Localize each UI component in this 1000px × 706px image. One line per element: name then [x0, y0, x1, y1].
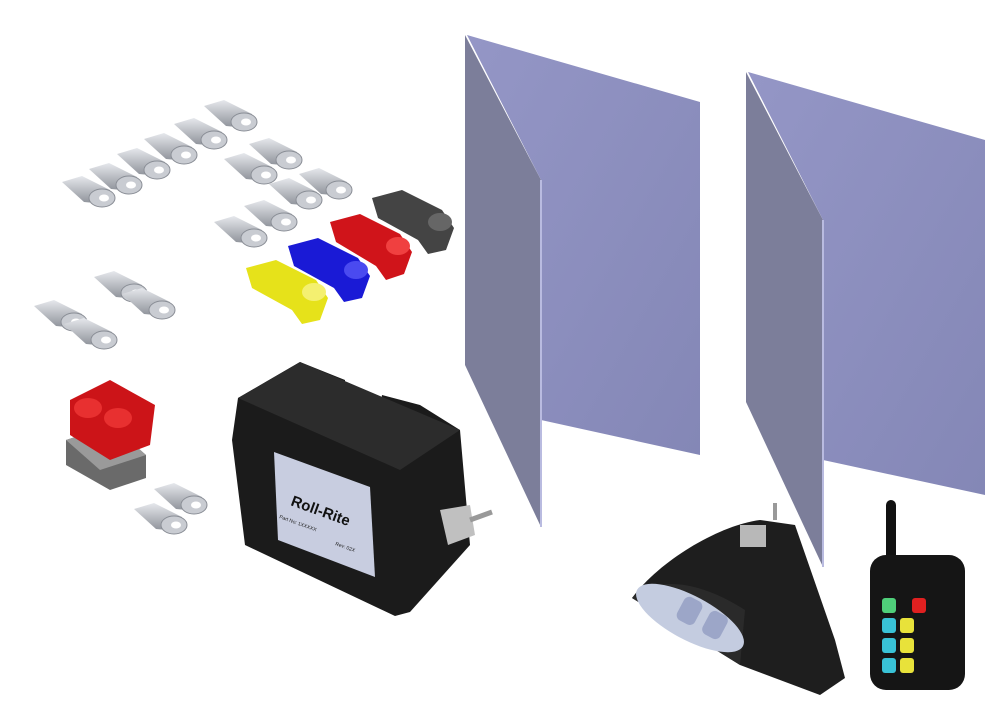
remote-button	[882, 658, 896, 673]
ring-terminal-icon	[89, 163, 143, 195]
ring-terminal-icon	[144, 133, 198, 165]
ring-terminal-icon	[299, 168, 353, 200]
dome-controller	[632, 503, 845, 695]
folded-panel-right	[746, 72, 985, 567]
remote-button	[882, 618, 896, 633]
mounting-bolt-icon	[440, 505, 475, 545]
wireless-remote	[870, 500, 965, 690]
battery-boot-yellow	[246, 260, 328, 324]
remote-button	[900, 658, 914, 673]
ring-terminal-icon	[269, 178, 323, 210]
label-plate	[274, 452, 375, 577]
ring-terminal-icon	[117, 148, 171, 180]
remote-button	[900, 638, 914, 653]
battery-boot-blue	[288, 238, 370, 302]
controller-button	[676, 596, 703, 625]
panel-face	[748, 72, 985, 495]
battery-boot-red	[330, 214, 412, 280]
remote-body	[870, 555, 965, 690]
ring-terminal-icon	[244, 200, 298, 232]
remote-button	[900, 618, 914, 633]
remote-button	[882, 638, 896, 653]
remote-button	[882, 598, 896, 613]
ring-terminal-icon	[214, 216, 268, 248]
panel-side	[746, 72, 823, 567]
ring-terminal-icon	[154, 483, 208, 515]
folded-panel-left	[465, 35, 700, 527]
ring-terminal-icon	[64, 318, 118, 350]
ring-terminal-icon	[249, 138, 303, 170]
panel-side	[465, 35, 541, 527]
battery-boot-gray	[372, 190, 454, 254]
mounting-bolt-icon	[740, 525, 766, 547]
circuit-breaker	[66, 380, 155, 490]
ring-terminal-icon	[174, 118, 228, 150]
panel-face	[467, 35, 700, 455]
ring-terminal-icon	[62, 176, 116, 208]
ring-terminal-icon	[122, 288, 176, 320]
ring-terminal-icon	[204, 100, 258, 132]
ring-terminal-icon	[134, 503, 188, 535]
remote-button	[912, 598, 926, 613]
control-box: Roll-Rite Part No: 1XXXXX Rev: 02X	[232, 362, 493, 616]
ring-terminals-group	[34, 100, 353, 535]
controller-button	[702, 610, 728, 640]
ring-terminal-icon	[224, 153, 278, 185]
